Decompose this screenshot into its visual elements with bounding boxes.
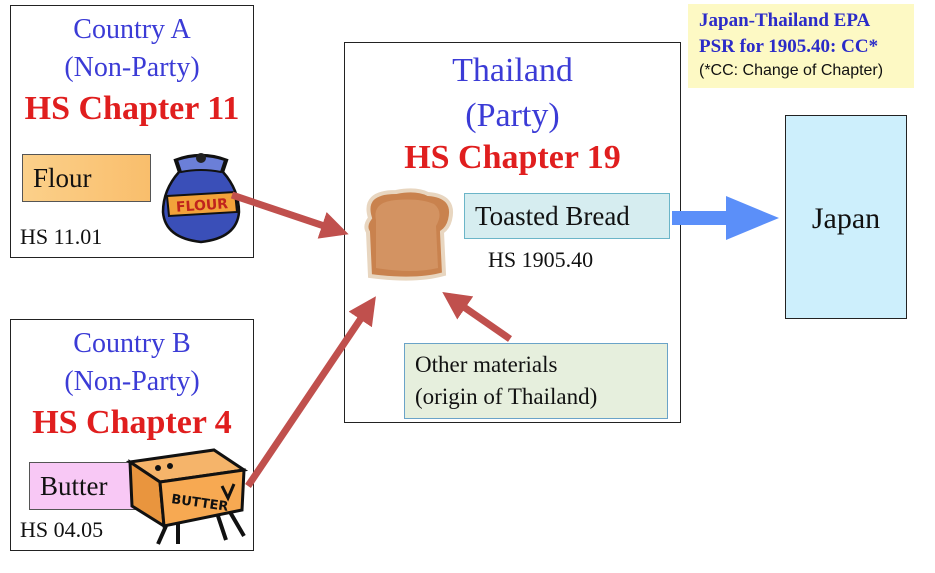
epa-note-box: Japan-Thailand EPA PSR for 1905.40: CC* … [688, 4, 914, 88]
other-materials-line2: (origin of Thailand) [415, 384, 598, 409]
thailand-box: Thailand (Party) HS Chapter 19 Toasted B… [344, 42, 681, 423]
butter-box-icon: BUTTER [122, 446, 250, 546]
thailand-name: Thailand [452, 52, 573, 89]
country-b-status: (Non-Party) [64, 366, 200, 397]
flour-label: Flour [22, 154, 151, 202]
epa-note-line3: (*CC: Change of Chapter) [699, 62, 884, 79]
butter-to-thailand-arrow [245, 296, 376, 488]
epa-note-line2: PSR for 1905.40: CC* [699, 36, 879, 57]
butter-label: Butter [29, 462, 141, 510]
country-b-name: Country B [73, 328, 191, 359]
flour-to-thailand-arrow [230, 191, 349, 239]
flour-bag-icon: FLOUR [155, 150, 247, 245]
other-materials-to-bread-arrow [442, 292, 512, 342]
country-a-hs-code: HS 11.01 [20, 224, 103, 249]
epa-note-line1: Japan-Thailand EPA [699, 10, 871, 31]
export-to-japan-arrow [672, 196, 779, 240]
other-materials-label: Other materials (origin of Thailand) [404, 343, 668, 419]
country-a-status: (Non-Party) [64, 52, 200, 83]
country-b-hs-code: HS 04.05 [20, 517, 104, 542]
other-materials-line1: Other materials [415, 352, 558, 377]
thailand-status: (Party) [465, 97, 560, 134]
country-a-name: Country A [73, 14, 191, 45]
thailand-chapter: HS Chapter 19 [404, 139, 621, 176]
country-a-chapter: HS Chapter 11 [24, 90, 240, 127]
country-b-chapter: HS Chapter 4 [32, 404, 232, 441]
flour-bag-text: FLOUR [176, 196, 229, 216]
japan-box: Japan [785, 115, 907, 319]
country-a-box: Country A (Non-Party) HS Chapter 11 Flou… [10, 5, 254, 258]
toasted-bread-hs-code: HS 1905.40 [488, 247, 594, 272]
japan-label: Japan [811, 202, 881, 235]
toasted-bread-icon [356, 188, 460, 284]
toasted-bread-label: Toasted Bread [464, 193, 670, 239]
